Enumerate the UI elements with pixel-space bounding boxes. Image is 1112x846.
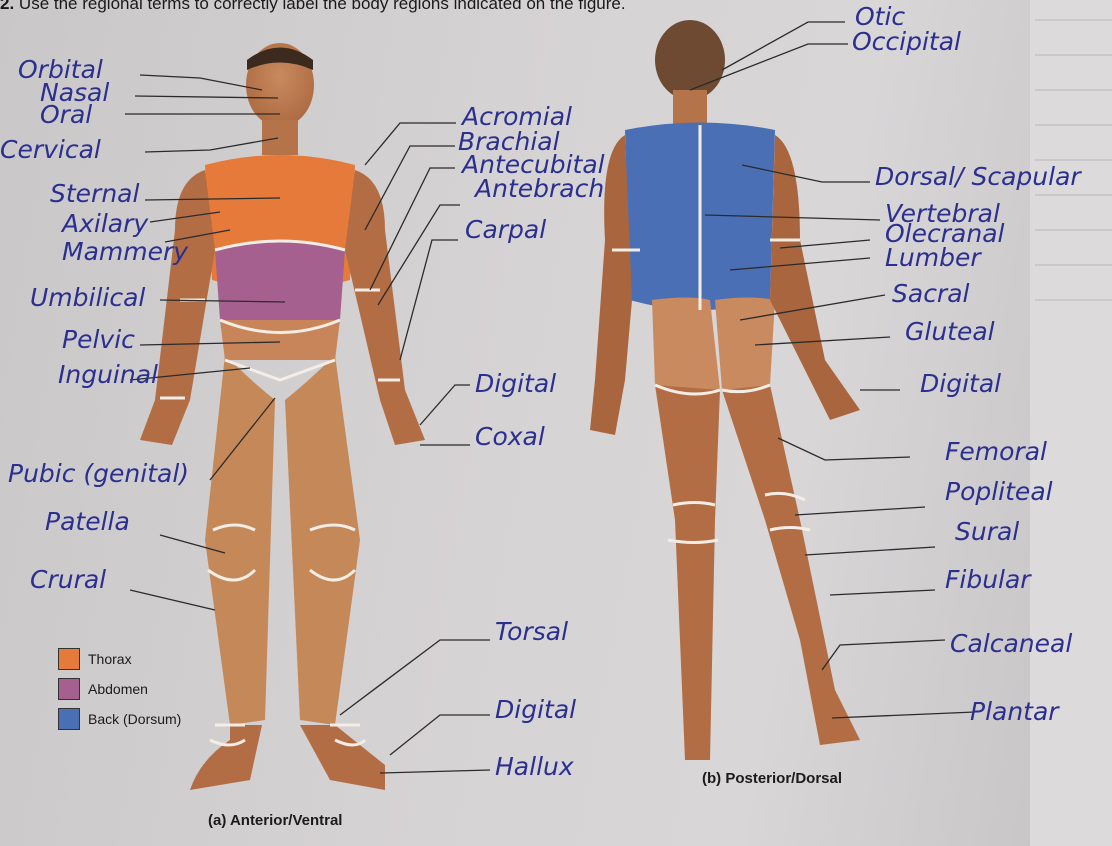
- label-popliteal: Popliteal: [945, 477, 1053, 506]
- label-pelvic: Pelvic: [62, 325, 135, 354]
- legend-label: Abdomen: [88, 681, 148, 697]
- anterior-left-labels: Orbital Nasal Oral Cervical Sternal Axil…: [0, 55, 189, 594]
- label-sacral: Sacral: [892, 279, 970, 308]
- abdomen-region: [215, 241, 345, 333]
- legend-item-thorax: Thorax: [58, 648, 258, 670]
- label-axillary: Axilary: [60, 209, 149, 238]
- legend-label: Back (Dorsum): [88, 711, 181, 727]
- label-digital-posterior: Digital: [920, 369, 1001, 398]
- label-sural: Sural: [955, 517, 1019, 546]
- label-digital-hand: Digital: [475, 369, 556, 398]
- legend-label: Thorax: [88, 651, 132, 667]
- label-mammary: Mammery: [62, 237, 189, 266]
- label-tarsal: Torsal: [495, 617, 568, 646]
- abdomen-swatch: [58, 678, 80, 700]
- label-gluteal: Gluteal: [905, 317, 995, 346]
- legend-item-back: Back (Dorsum): [58, 708, 258, 730]
- label-occipital: Occipital: [852, 27, 961, 56]
- caption-anterior: (a) Anterior/Ventral: [208, 812, 342, 829]
- label-coxal: Coxal: [475, 422, 545, 451]
- thorax-swatch: [58, 648, 80, 670]
- label-dorsal-scapular: Dorsal/ Scapular: [875, 162, 1082, 191]
- label-umbilical: Umbilical: [30, 283, 145, 312]
- legend-item-abdomen: Abdomen: [58, 678, 258, 700]
- label-pubic: Pubic (genital): [8, 459, 189, 488]
- label-hallux: Hallux: [495, 752, 574, 781]
- label-plantar: Plantar: [970, 697, 1060, 726]
- label-crural: Crural: [30, 565, 106, 594]
- label-oral: Oral: [40, 100, 92, 129]
- posterior-figure: [590, 20, 860, 760]
- label-carpal: Carpal: [465, 215, 546, 244]
- back-swatch: [58, 708, 80, 730]
- label-patella: Patella: [45, 507, 130, 536]
- label-femoral: Femoral: [945, 437, 1047, 466]
- caption-posterior: (b) Posterior/Dorsal: [702, 770, 842, 787]
- label-lumbar: Lumber: [885, 243, 982, 272]
- label-antebrachial: Antebrach: [473, 174, 604, 203]
- label-sternal: Sternal: [50, 179, 139, 208]
- label-digital-foot: Digital: [495, 695, 576, 724]
- label-inguinal: Inguinal: [58, 360, 158, 389]
- region-legend: Thorax Abdomen Back (Dorsum): [58, 648, 258, 738]
- anterior-right-labels: Acromial Brachial Antecubital Antebrach …: [458, 102, 605, 781]
- label-cervical: Cervical: [0, 135, 101, 164]
- label-fibular: Fibular: [945, 565, 1032, 594]
- label-calcaneal: Calcaneal: [950, 629, 1072, 658]
